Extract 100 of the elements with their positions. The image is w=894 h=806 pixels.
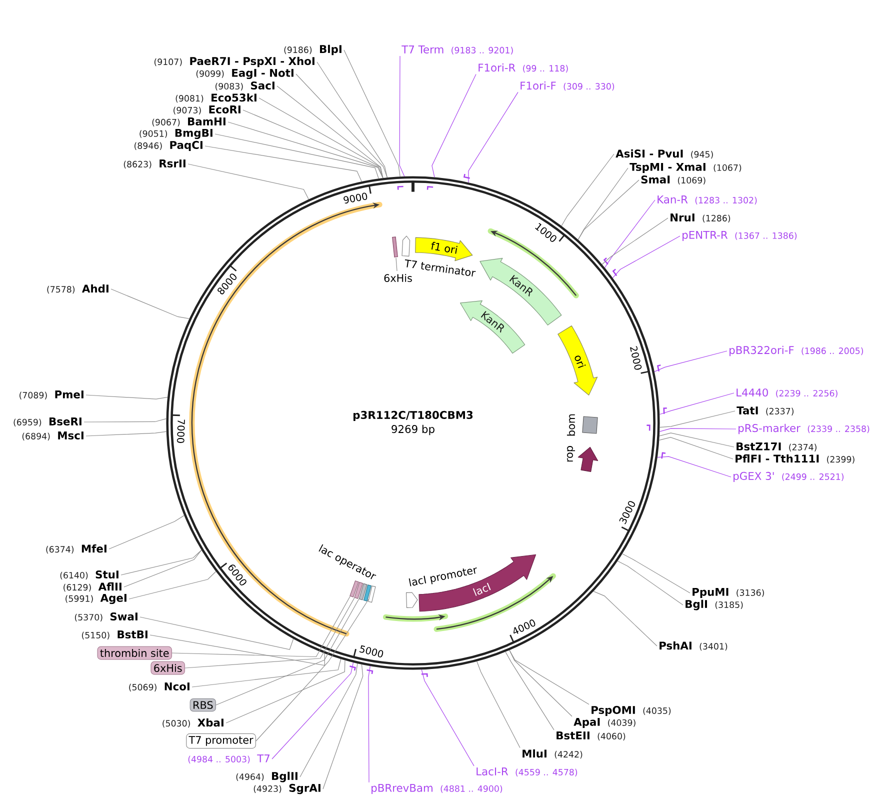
leader-line: [432, 74, 476, 178]
leader-line: [84, 418, 167, 422]
tick-label: 5000: [359, 645, 384, 658]
leader-line: [258, 98, 384, 178]
leader-line: [602, 218, 668, 265]
feature-tag: thrombin site: [97, 646, 172, 660]
feature-band: f1 ori: [415, 237, 473, 262]
feature-label: bom: [566, 414, 576, 436]
cut-site-label: MluI (4242): [522, 749, 582, 759]
cut-site-label: (4923) SgrAI: [254, 784, 320, 794]
feature-label: rop: [567, 446, 575, 462]
cut-site-label: (6959) BseRI: [14, 418, 82, 426]
primer-label: pENTR-R (1367 .. 1386): [682, 231, 797, 241]
primer-label: (4984 .. 5003) T7: [188, 754, 270, 764]
leader-line: [399, 56, 405, 177]
cut-site-label: BstZ17I (2374): [736, 442, 816, 452]
cut-site-label: AsiSI - PvuI (945): [616, 149, 713, 159]
leader-line: [276, 86, 384, 178]
feature-tag: 6xHis: [150, 661, 185, 675]
primer-label: F1ori-R (99 .. 118): [478, 63, 568, 73]
leader-line: [272, 662, 354, 760]
cut-site-label: (7089) PmeI: [20, 390, 84, 400]
tick-label: 9000: [344, 192, 368, 204]
feature-marker: [354, 582, 364, 599]
primer-label: Kan-R (1283 .. 1302): [658, 196, 757, 204]
cut-site-label: (9186) BlpI: [284, 44, 342, 56]
leader-line: [657, 456, 732, 478]
tick-label: 3000: [619, 501, 636, 524]
tick-label: 7000: [176, 420, 185, 443]
leader-line: [368, 666, 370, 783]
primer-label: pGEX 3' (2499 .. 2521): [734, 472, 844, 482]
cut-site-label: (6374) MfeI: [46, 544, 106, 554]
cut-site-label: PpuMI (3136): [692, 588, 764, 598]
leader-line: [214, 134, 379, 179]
cut-site-label: ApaI (4039): [574, 718, 636, 728]
leader-line: [421, 669, 474, 766]
cut-site-label: (5991) AgeI: [66, 594, 126, 604]
leader-line: [228, 122, 384, 178]
leader-line: [120, 550, 202, 576]
cut-site-label: (4964) BglII: [236, 772, 298, 782]
cut-site-label: PspOMI (4035): [592, 706, 671, 716]
leader-line: [561, 154, 614, 226]
cut-site-label: (5069) NcoI: [129, 682, 190, 692]
cut-site-label: (9051) BmgBI: [140, 128, 212, 140]
leader-line: [108, 515, 184, 550]
cut-site-label: (7578) AhdI: [47, 284, 108, 294]
leader-line: [128, 571, 216, 600]
primer-label: pRS-marker (2339 .. 2358): [738, 424, 870, 434]
cut-site-label: (5150) BstBI: [82, 630, 148, 640]
leader-line: [300, 663, 358, 778]
cut-site-label: (9067) BamHI: [152, 118, 226, 126]
cut-site-label: (5030) XbaI: [162, 718, 224, 728]
cut-site-label: (8623) RsrII: [124, 160, 186, 168]
feature-tag: RBS: [190, 698, 216, 712]
leader-line: [140, 616, 294, 650]
cut-site-label: NruI (1286): [670, 214, 730, 222]
leader-line: [216, 598, 360, 706]
leader-line: [659, 432, 734, 448]
leader-line: [204, 146, 362, 182]
leader-line: [604, 200, 656, 268]
leader-line: [593, 591, 658, 646]
leader-line: [468, 92, 518, 183]
primer-label: LacI-R (4559 .. 4578): [476, 768, 578, 776]
leader-line: [659, 428, 736, 432]
leader-line: [86, 394, 168, 400]
leader-line: [344, 50, 400, 177]
cut-site-label: (9081) Eco53kI: [176, 93, 256, 103]
cut-site-label: (9073) EcoRI: [174, 106, 240, 114]
feature-marker: [358, 583, 368, 600]
primer-label: T7 Term (9183 .. 9201): [402, 46, 513, 54]
cut-site-label: (6129) AflII: [64, 582, 122, 592]
cut-site-label: (5370) SwaI: [74, 612, 138, 622]
leader-line: [612, 236, 680, 278]
cut-site-label: (6894) MscI: [22, 432, 84, 440]
primer-label: L4440 (2239 .. 2256): [736, 388, 838, 398]
leader-line: [188, 164, 309, 200]
cut-site-label: TatI (2337): [736, 406, 794, 416]
feature-band: ori: [558, 326, 598, 396]
leader-line: [124, 550, 202, 588]
leader-line: [578, 180, 640, 240]
cut-site-label: PshAI (3401): [660, 641, 728, 651]
feature-marker: [368, 586, 376, 603]
leader-line: [322, 664, 364, 790]
primer-label: pBRrevBam (4881 .. 4900): [372, 784, 502, 794]
primer-label: F1ori-F (309 .. 330): [520, 81, 614, 91]
leader-line: [184, 597, 355, 668]
cut-site-label: PflFI - Tth111I (2399): [736, 454, 854, 464]
primer-label: pBR322ori-F (1986 .. 2005): [730, 346, 864, 356]
leader-line: [316, 62, 388, 178]
cut-site-label: BstEII (4060): [556, 732, 626, 740]
leader-line: [578, 168, 628, 240]
tick-label: 2000: [630, 346, 642, 370]
leader-line: [256, 598, 369, 742]
leader-line: [296, 74, 388, 178]
plasmid-size: 9269 bp: [392, 424, 434, 436]
leader-line: [505, 652, 554, 730]
leader-line: [150, 634, 325, 666]
leader-line: [242, 110, 384, 178]
cut-site-label: SmaI (1069): [641, 175, 706, 185]
cut-site-label: TspMI - XmaI (1067): [630, 163, 742, 173]
